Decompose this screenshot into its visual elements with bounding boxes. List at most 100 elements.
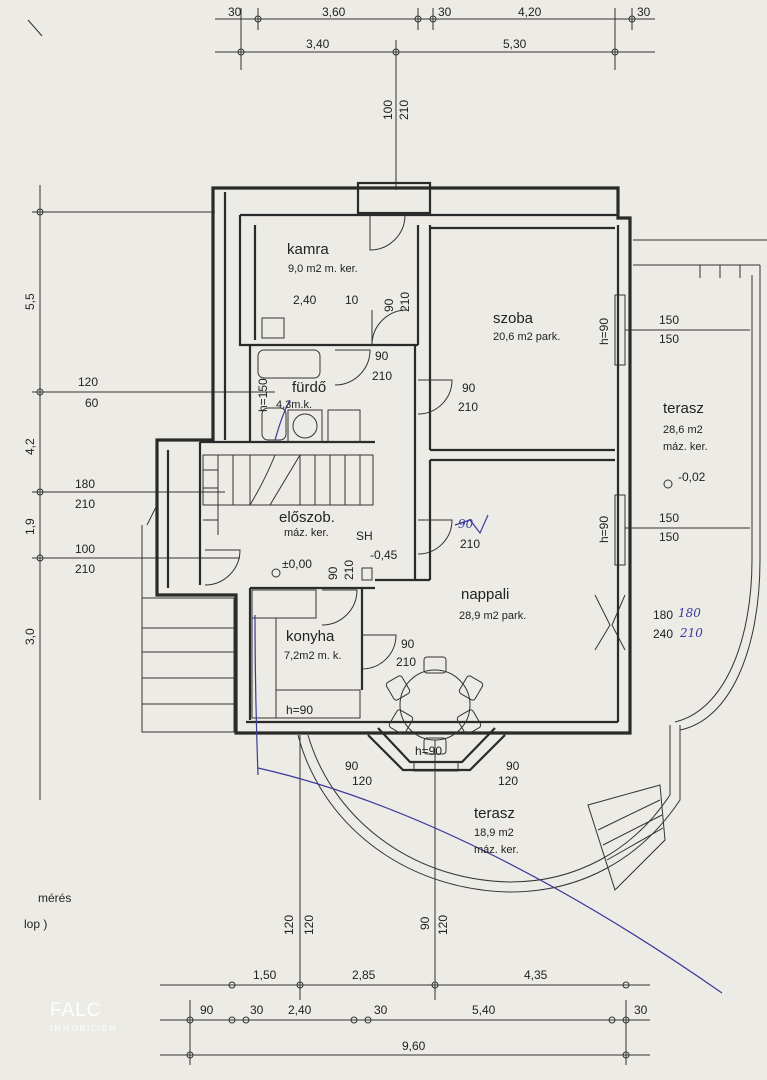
- terrace-bottom: [297, 725, 681, 893]
- door-swings: [204, 214, 626, 670]
- dim-120: 120: [78, 375, 99, 389]
- level-hall: -0,45: [370, 548, 398, 562]
- dim-furdo-door-h: 210: [372, 369, 393, 383]
- interior-walls: [198, 215, 615, 720]
- dim-szoba-door-w: 90: [462, 381, 476, 395]
- dim-bottom-120-a: 120: [282, 914, 296, 935]
- dim-60: 60: [85, 396, 99, 410]
- dim-bottom-1: 1,50: [253, 968, 277, 982]
- margin-text-1: mérés: [38, 891, 72, 905]
- room-area-kamra: 9,0 m2 m. ker.: [288, 263, 358, 275]
- dim-bottom-2: 2,85: [352, 968, 376, 982]
- dim-bottom-7: 30: [374, 1003, 388, 1017]
- dim-eloszoba-door-h: 210: [460, 537, 481, 551]
- entrance-stairs: [141, 504, 235, 733]
- dim-bottom-90: 90: [418, 916, 432, 930]
- falc-logo-sub: IMMOBILIEN: [50, 1024, 118, 1033]
- dim-bay-left-h: 120: [352, 774, 373, 788]
- dim-bottom-5: 30: [250, 1003, 264, 1017]
- room-area-furdo: 4,3m.k.: [276, 399, 313, 411]
- margin-text-2: lop ): [24, 917, 48, 931]
- dim-180: 180: [75, 477, 96, 491]
- dining-table: [385, 656, 484, 755]
- dim-bay-left-w: 90: [345, 759, 359, 773]
- room-finish-terasz-bottom: máz. ker.: [474, 844, 519, 856]
- hand-terrace-door-w: 180: [678, 606, 701, 620]
- dim-210-b: 210: [75, 562, 96, 576]
- left-dimension-line: [27, 19, 275, 800]
- room-name-eloszoba: előszob.: [279, 509, 335, 526]
- dim-furdo-door-w: 90: [375, 349, 389, 363]
- dim-bottom-9: 30: [634, 1003, 648, 1017]
- exterior-walls: [155, 181, 632, 735]
- level-marks: [271, 479, 673, 581]
- dim-konyha-window-h: h=90: [286, 703, 314, 717]
- dim-bottom-120-b: 120: [302, 914, 316, 935]
- dim-top-window-height: 210: [397, 99, 411, 120]
- dim-bay-right-h: 120: [498, 774, 519, 788]
- left-label-4: 3,0: [23, 628, 37, 645]
- dim-top-1: 30: [228, 5, 242, 19]
- dim-konyha-door-w: 90: [401, 637, 415, 651]
- dim-150-b1: 150: [659, 511, 680, 525]
- dim-kamra-10: 10: [345, 293, 359, 307]
- dim-terrace-door-h: 240: [653, 627, 674, 641]
- bay-window: [367, 727, 506, 772]
- room-area-terasz-bottom: 18,9 m2: [474, 827, 514, 839]
- room-name-terasz-right: terasz: [663, 400, 704, 417]
- stairs: [202, 454, 374, 535]
- dim-bottom-6: 2,40: [288, 1003, 312, 1017]
- dim-szoba-window-h: h=90: [597, 317, 611, 345]
- pen-annotations: [254, 399, 723, 994]
- hand-terrace-door-h: 210: [680, 626, 703, 640]
- dim-terrace-door-w: 180: [653, 608, 674, 622]
- room-name-nappali: nappali: [461, 586, 510, 603]
- bathroom-fixtures: [257, 317, 361, 443]
- left-label-2: 4,2: [23, 438, 37, 455]
- dim-150-b2: 150: [659, 530, 680, 544]
- dim-furdo-window-h: h=150: [256, 378, 270, 412]
- dim-kitchen-door-h: 210: [342, 559, 356, 580]
- room-name-furdo: fürdő: [292, 379, 327, 396]
- dim-top-5: 30: [637, 5, 651, 19]
- room-area-szoba: 20,6 m2 park.: [493, 331, 561, 343]
- dim-top-6: 3,40: [306, 37, 330, 51]
- dim-100: 100: [75, 542, 96, 556]
- dim-bottom-8: 5,40: [472, 1003, 496, 1017]
- dim-top-4: 4,20: [518, 5, 542, 19]
- dim-nappali-window-h: h=90: [597, 515, 611, 543]
- room-area-konyha: 7,2m2 m. k.: [284, 650, 342, 662]
- dim-konyha-door-h: 210: [396, 655, 417, 669]
- dim-kamra-door-h: 210: [398, 291, 412, 312]
- room-name-szoba: szoba: [493, 310, 534, 327]
- top-dimension-lines: [215, 8, 655, 190]
- room-area-terasz-right: 28,6 m2: [663, 424, 703, 436]
- dim-bottom-120-c: 120: [436, 914, 450, 935]
- terrace-right: [633, 239, 767, 731]
- dim-210-a: 210: [75, 497, 96, 511]
- level-terrace: -0,02: [678, 470, 706, 484]
- dim-bay-right-w: 90: [506, 759, 520, 773]
- hand-mark-90: 90: [458, 517, 474, 531]
- room-finish-terasz-right: máz. ker.: [663, 441, 708, 453]
- dim-top-7: 5,30: [503, 37, 527, 51]
- dim-top-3: 30: [438, 5, 452, 19]
- room-area-eloszoba: máz. ker.: [284, 527, 329, 539]
- dim-kamra-door-w: 90: [382, 298, 396, 312]
- windows-right: [614, 294, 750, 566]
- dim-top-2: 3,60: [322, 5, 346, 19]
- dim-150-a2: 150: [659, 332, 680, 346]
- dim-szoba-door-h: 210: [458, 400, 479, 414]
- level-zero: ±0,00: [282, 557, 312, 571]
- left-label-3: 1,9: [23, 518, 37, 535]
- dim-bottom-total: 9,60: [402, 1039, 426, 1053]
- sh-mark: SH: [356, 529, 373, 543]
- falc-logo: FALC: [50, 1000, 102, 1021]
- dim-bottom-3: 4,35: [524, 968, 548, 982]
- dim-bottom-4: 90: [200, 1003, 214, 1017]
- room-area-nappali: 28,9 m2 park.: [459, 610, 527, 622]
- dim-150-a1: 150: [659, 313, 680, 327]
- room-name-terasz-bottom: terasz: [474, 805, 515, 822]
